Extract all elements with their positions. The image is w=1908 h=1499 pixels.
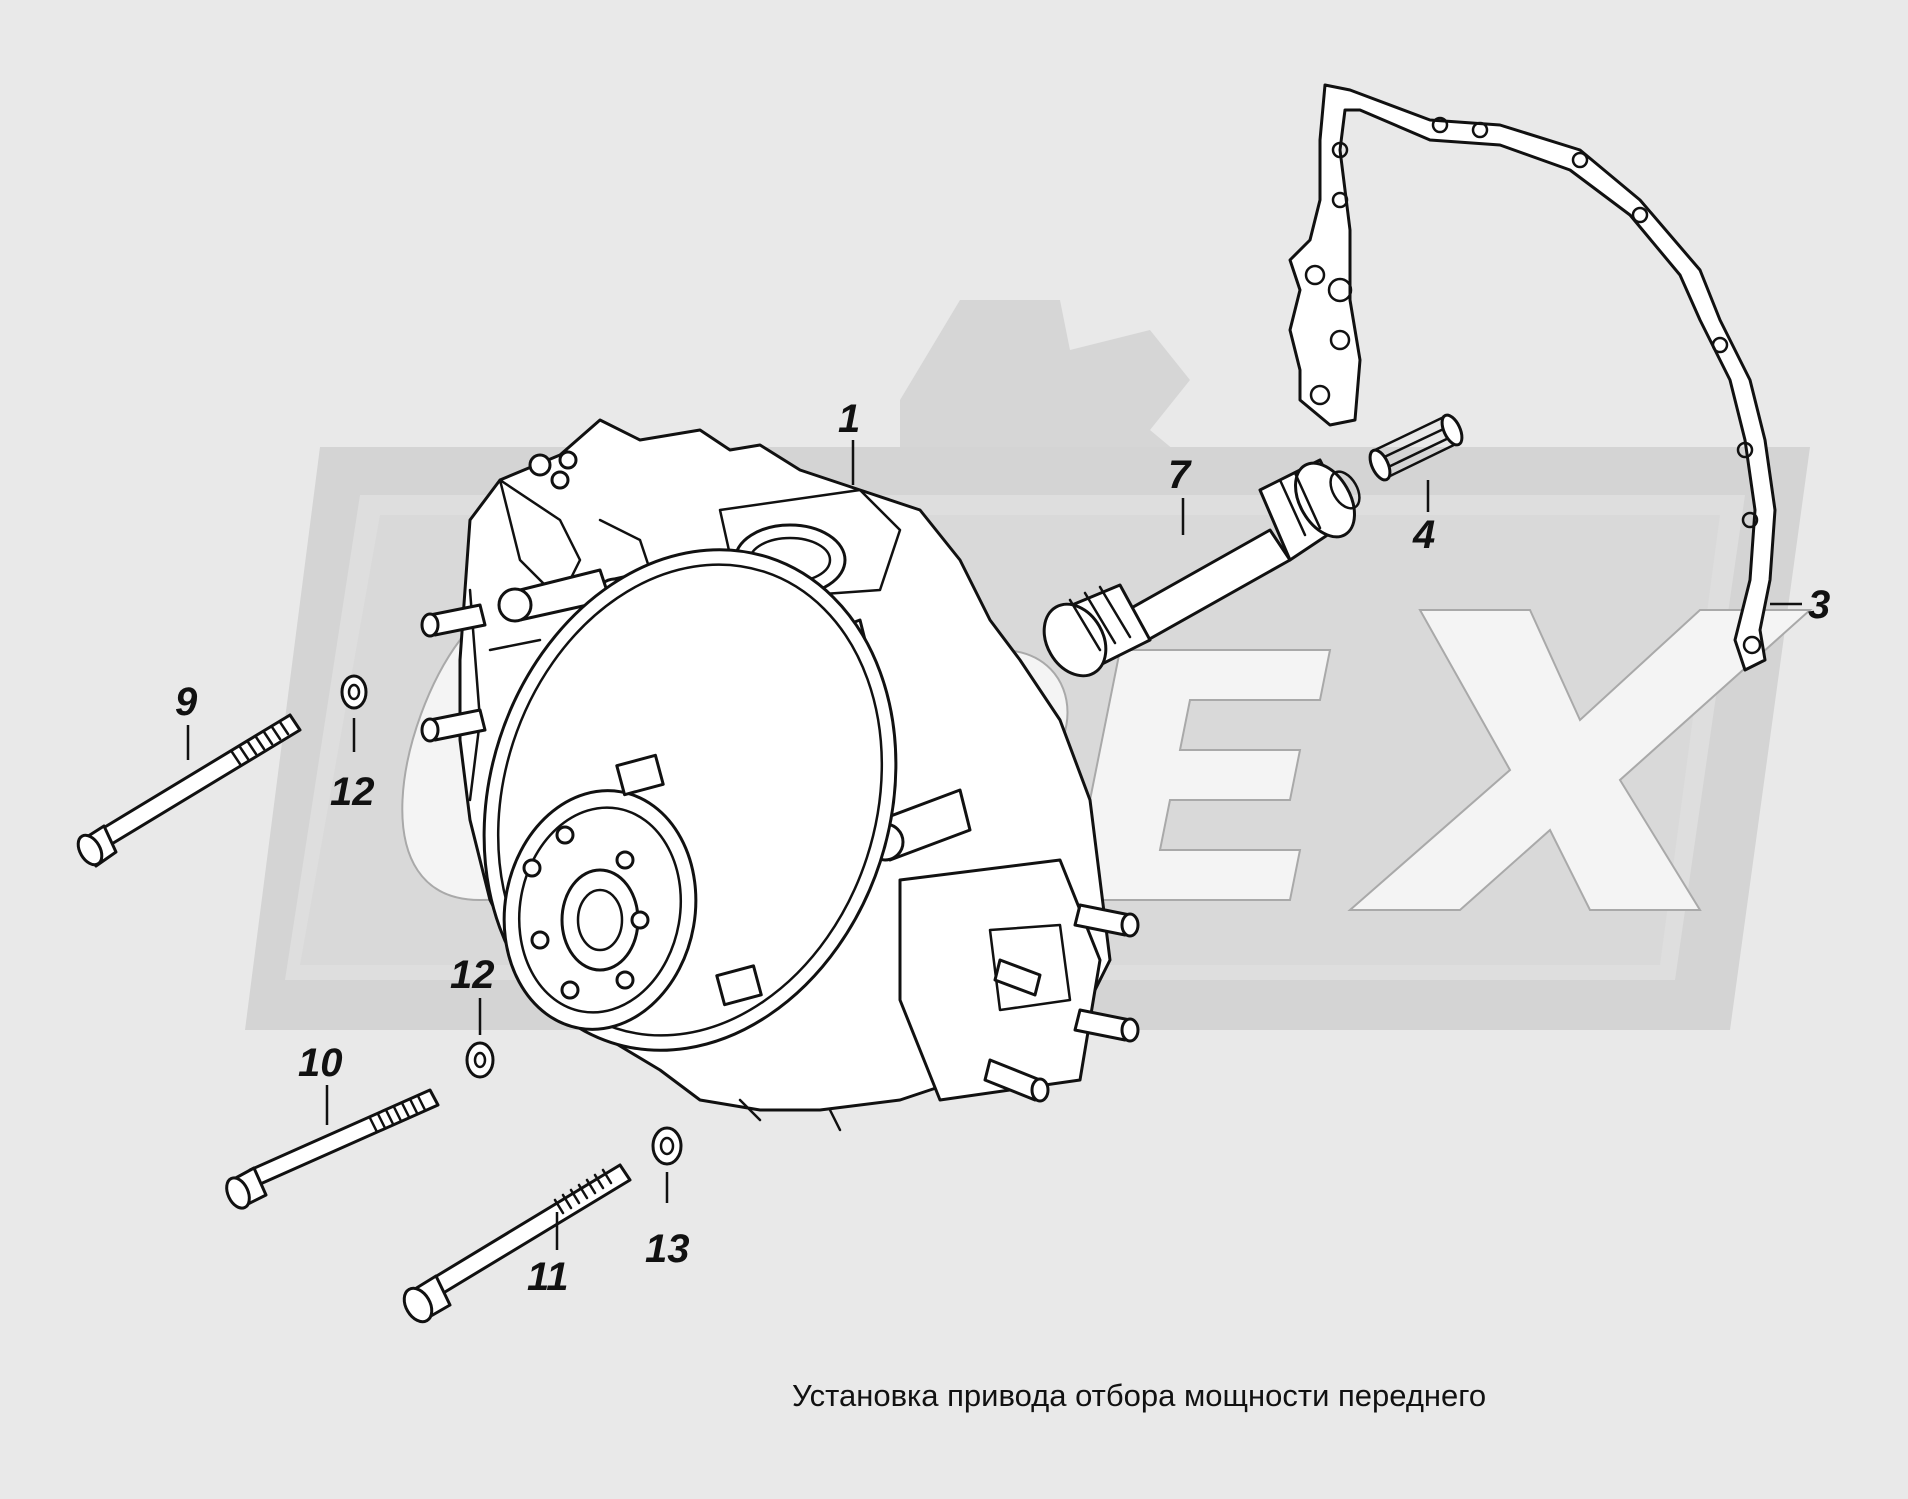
diagram-caption: Установка привода отбора мощности передн… [792, 1378, 1486, 1413]
part-1-housing [458, 418, 1112, 1132]
callout-3: 3 [1808, 583, 1830, 627]
callout-10: 10 [298, 1041, 343, 1085]
leader-lines [186, 440, 1802, 1250]
callout-labels: 1 3 4 7 9 10 11 12 12 13 [175, 397, 1830, 1299]
part-12-washer-upper [340, 674, 368, 710]
part-10-bolt [225, 1088, 440, 1210]
part-3-gasket [1288, 83, 1777, 672]
callout-7: 7 [1168, 453, 1192, 497]
part-4-spring [1368, 413, 1464, 482]
part-12-washer-lower [465, 1041, 495, 1079]
part-13-washer [651, 1126, 683, 1166]
callout-4: 4 [1412, 513, 1435, 557]
housing-studs [420, 603, 1140, 1103]
part-11-bolt [402, 1163, 632, 1324]
callout-1: 1 [838, 397, 860, 441]
callout-13: 13 [645, 1227, 690, 1271]
callout-12-upper: 12 [330, 770, 375, 814]
part-7-shaft [1042, 458, 1361, 678]
part-9-bolt [76, 713, 302, 868]
callout-12-lower: 12 [450, 953, 495, 997]
callout-11: 11 [527, 1255, 569, 1299]
callout-9: 9 [175, 680, 198, 724]
